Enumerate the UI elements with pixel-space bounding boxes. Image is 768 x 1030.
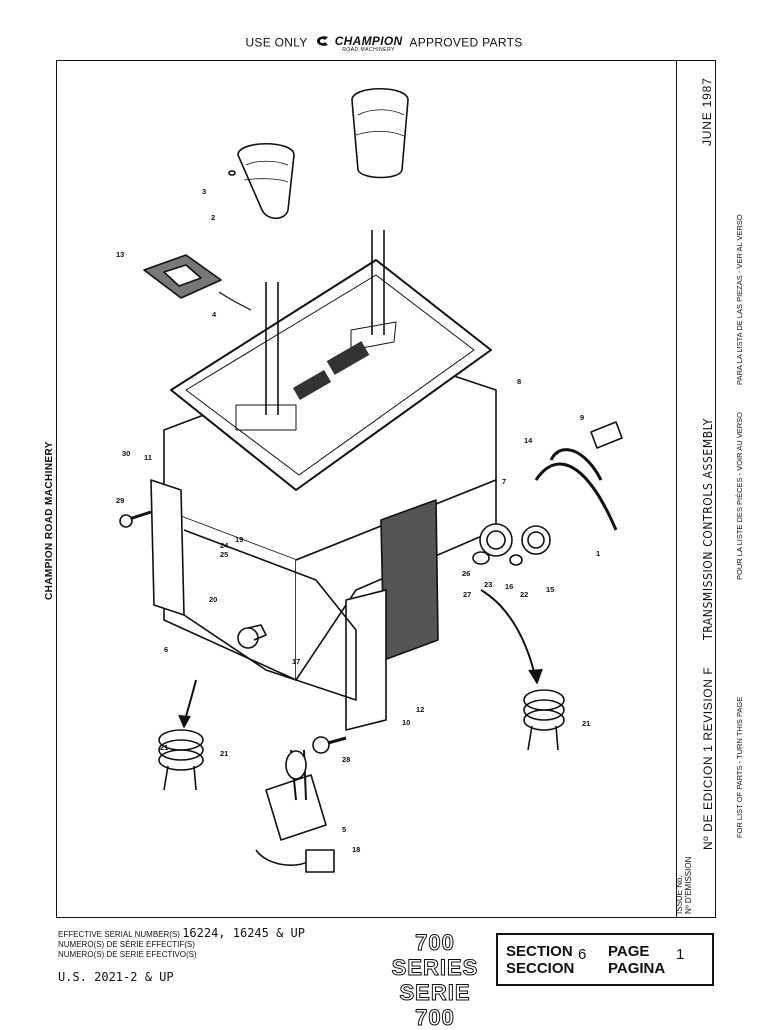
callout-21c: 21 — [160, 743, 168, 752]
spring-21-left — [158, 729, 204, 791]
series-es: SERIE 700 — [399, 980, 471, 1030]
page-header: USE ONLY CHAMPION ROAD MACHINERY APPROVE… — [0, 34, 768, 53]
callout-30: 30 — [122, 449, 130, 458]
turn-page-es: PARA LA LISTA DE LAS PIEZAS - VER AL VER… — [735, 214, 744, 385]
page-title: TRANSMISSION CONTROLS ASSEMBLY — [701, 418, 715, 640]
issue-line-1: ISSUE No. — [675, 875, 684, 914]
exploded-view-drawing: 1 2 3 4 5 6 7 8 9 10 11 12 13 14 15 16 1… — [116, 87, 623, 873]
revision-line: Nº DE EDICION 1 REVISION F — [701, 666, 715, 850]
callout-13: 13 — [116, 250, 124, 259]
right-lever-shaft — [371, 230, 385, 335]
callout-1: 1 — [596, 549, 600, 558]
callout-12: 12 — [416, 705, 424, 714]
serial-block: EFFECTIVE SERIAL NUMBER(S) 16224, 16245 … — [58, 926, 306, 960]
callout-29: 29 — [116, 496, 124, 505]
champion-logo: CHAMPION ROAD MACHINERY — [315, 34, 402, 53]
switch-plate-12 — [380, 499, 439, 661]
callout-5: 5 — [342, 825, 346, 834]
callout-20: 20 — [209, 595, 217, 604]
issue-block: ISSUE No. Nº D'EMISSION — [675, 857, 693, 914]
callout-4: 4 — [212, 310, 217, 319]
connector-18 — [305, 849, 335, 873]
serial-label-fr: NUMERO(S) DE SÉRIE EFFECTIF(S) — [58, 940, 195, 949]
mounting-bracket — [150, 479, 185, 616]
plug-9 — [590, 421, 623, 449]
section-page-box: SECTION SECCION 6 PAGE PAGINA 1 — [496, 933, 714, 986]
callout-16: 16 — [505, 582, 513, 591]
section-label-es: SECCION — [506, 960, 575, 977]
callout-7: 7 — [502, 477, 506, 486]
callout-11: 11 — [144, 453, 152, 462]
drawing-frame — [56, 60, 716, 918]
callout-28: 28 — [342, 755, 350, 764]
header-prefix: USE ONLY — [245, 35, 308, 50]
champion-logo-icon — [317, 35, 329, 46]
callout-6: 6 — [164, 645, 168, 654]
brand-sub: ROAD MACHINERY — [342, 47, 395, 53]
issue-date: JUNE 1987 — [700, 77, 714, 146]
header-suffix: APPROVED PARTS — [409, 35, 523, 50]
frame-divider — [676, 60, 677, 918]
us-serial: U.S. 2021-2 & UP — [58, 970, 174, 984]
spring-21-right — [523, 689, 565, 751]
issue-line-2: Nº D'EMISSION — [684, 856, 693, 914]
callout-8: 8 — [517, 377, 521, 386]
right-lever-knob — [351, 87, 409, 179]
base-plate — [183, 529, 357, 701]
callout-18: 18 — [352, 845, 360, 854]
turn-page-en: FOR LIST OF PARTS - TURN THIS PAGE — [735, 696, 744, 838]
callout-21a: 21 — [220, 749, 228, 758]
page-number: 1 — [676, 946, 685, 963]
series-block: 700 SERIES SERIE 700 — [380, 930, 490, 1030]
section-label-en: SECTION — [506, 943, 573, 960]
callout-2: 2 — [211, 213, 215, 222]
callout-23: 23 — [484, 580, 492, 589]
turn-page-fr: POUR LA LISTE DES PIÈCES - VOIR AU VERSO — [735, 412, 744, 580]
callout-9: 9 — [580, 413, 584, 422]
left-lever-shaft — [265, 282, 279, 415]
page-label-es: PAGINA — [608, 960, 666, 977]
section-number: 6 — [578, 946, 587, 963]
cable-harness — [534, 448, 618, 531]
callout-21b: 21 — [582, 719, 590, 728]
serial-label-es: NUMERO(S) DE SERIE EFECTIVO(S) — [58, 950, 197, 959]
serial-value: 16224, 16245 & UP — [182, 926, 306, 940]
callout-26: 26 — [462, 569, 470, 578]
callout-27: 27 — [463, 590, 471, 599]
callout-24: 24 — [220, 541, 229, 550]
callout-25: 25 — [220, 550, 228, 559]
callout-10: 10 — [402, 718, 410, 727]
page-label-en: PAGE — [608, 943, 650, 960]
rotary-switch-5 — [265, 774, 327, 841]
callout-22: 22 — [520, 590, 528, 599]
shift-gate-plate — [170, 259, 492, 491]
callout-17: 17 — [292, 657, 300, 666]
series-en: 700 SERIES — [391, 930, 479, 981]
callout-3: 3 — [202, 187, 206, 196]
callout-15: 15 — [546, 585, 554, 594]
side-label: CHAMPION ROAD MACHINERY — [44, 441, 55, 600]
serial-label-en: EFFECTIVE SERIAL NUMBER(S) — [58, 930, 180, 939]
page-label: PAGE PAGINA — [608, 943, 665, 977]
section-label: SECTION SECCION — [506, 943, 574, 977]
brand-name: CHAMPION — [334, 34, 403, 48]
callout-14: 14 — [524, 436, 533, 445]
callout-19: 19 — [235, 535, 243, 544]
